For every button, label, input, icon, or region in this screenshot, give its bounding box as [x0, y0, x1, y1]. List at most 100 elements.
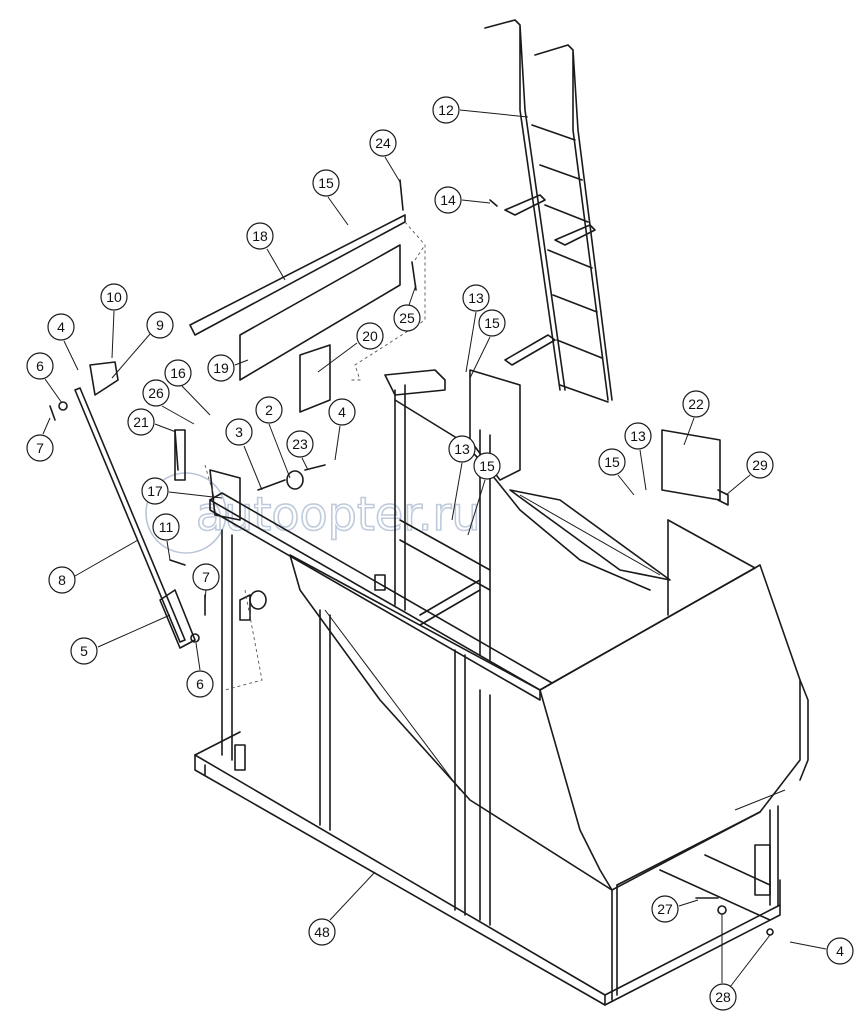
- callout-7-mid: 7: [192, 563, 220, 601]
- callout-label: 13: [630, 428, 646, 444]
- callout-15-right: 15: [598, 448, 635, 496]
- callout-label: 2: [265, 402, 273, 418]
- callout-label: 7: [36, 440, 44, 456]
- callout-bubble: [26, 434, 54, 462]
- callout-bubble: [308, 918, 336, 946]
- callout-bubble: [312, 169, 340, 197]
- callout-label: 9: [156, 317, 164, 333]
- callout-bubble: [434, 186, 462, 214]
- callout-bubble: [48, 566, 76, 594]
- small-parts: [49, 179, 774, 936]
- watermark-text: autoopter.ru: [196, 487, 481, 541]
- callout-label: 27: [657, 901, 673, 917]
- callout-7-left: 7: [26, 417, 54, 462]
- callout-label: 24: [375, 135, 391, 151]
- callout-label: 18: [252, 228, 268, 244]
- callout-bubble: [225, 418, 253, 446]
- callout-label: 4: [338, 404, 346, 420]
- callout-bubble: [651, 895, 679, 923]
- callout-bubble: [286, 430, 314, 458]
- callout-29: 29: [725, 451, 774, 496]
- callout-bubble: [186, 670, 214, 698]
- callout-19: 19: [207, 354, 249, 382]
- callout-13-right: 13: [624, 422, 652, 491]
- callout-bubble: [100, 283, 128, 311]
- callout-18: 18: [246, 222, 286, 281]
- callout-21: 21: [127, 408, 177, 436]
- callout-28: 28: [709, 914, 771, 1011]
- callout-15-bracket: 15: [469, 309, 506, 379]
- callout-4-mid: 4: [328, 398, 356, 461]
- callout-bubble: [142, 379, 170, 407]
- callout-15-mid: 15: [467, 452, 501, 536]
- callout-16: 16: [164, 359, 211, 416]
- callout-bubble: [70, 637, 98, 665]
- callout-2: 2: [255, 396, 291, 479]
- boom-plate: [189, 214, 426, 413]
- callout-label: 8: [58, 572, 66, 588]
- callout-bubble: [624, 422, 652, 450]
- callout-bubble: [207, 354, 235, 382]
- callout-5: 5: [70, 614, 171, 665]
- callout-22: 22: [682, 390, 710, 446]
- callout-label: 48: [314, 924, 330, 940]
- callout-10: 10: [100, 283, 128, 359]
- callout-bubble: [369, 129, 397, 157]
- callout-bubble: [356, 322, 384, 350]
- callout-bubble: [432, 96, 460, 124]
- ladder: [484, 19, 613, 403]
- callout-8: 8: [48, 539, 139, 594]
- callout-bubble: [246, 222, 274, 250]
- callout-26: 26: [142, 379, 195, 425]
- callout-label: 25: [399, 310, 415, 326]
- callout-bubble: [826, 937, 854, 965]
- callout-label: 4: [836, 943, 844, 959]
- callout-13-top: 13: [462, 284, 490, 373]
- callout-bubble: [462, 284, 490, 312]
- callout-bubble: [146, 311, 174, 339]
- center-bracket: [374, 369, 521, 626]
- callout-6-left: 6: [26, 352, 63, 404]
- callout-bubble: [141, 477, 169, 505]
- hopper-chute: [289, 399, 809, 891]
- callout-label: 26: [148, 385, 164, 401]
- callout-bubble: [26, 352, 54, 380]
- callout-label: 29: [752, 457, 768, 473]
- callout-label: 15: [479, 458, 495, 474]
- callout-label: 3: [235, 424, 243, 440]
- callout-6-bottom: 6: [186, 642, 214, 698]
- callout-15-top: 15: [312, 169, 349, 226]
- callout-bubble: [746, 451, 774, 479]
- base-frame: [194, 731, 781, 1006]
- callout-label: 10: [106, 289, 122, 305]
- callout-bubble: [473, 452, 501, 480]
- callout-label: 14: [440, 192, 456, 208]
- callout-bubble: [393, 304, 421, 332]
- callout-bubble: [164, 359, 192, 387]
- callout-label: 12: [438, 102, 454, 118]
- callout-bubble: [448, 435, 476, 463]
- callout-17: 17: [141, 477, 223, 505]
- callout-label: 19: [213, 360, 229, 376]
- callout-bubble: [127, 408, 155, 436]
- callout-label: 15: [318, 175, 334, 191]
- callout-bubble: [152, 513, 180, 541]
- callout-label: 16: [170, 365, 186, 381]
- callout-label: 6: [196, 676, 204, 692]
- callout-3: 3: [225, 418, 263, 491]
- watermark: autoopter.ru: [145, 472, 481, 554]
- callout-label: 4: [57, 319, 65, 335]
- callout-label: 21: [133, 414, 149, 430]
- callout-bubble: [47, 313, 75, 341]
- callout-11: 11: [152, 513, 180, 561]
- arm: [74, 361, 326, 691]
- callout-bubble: [328, 398, 356, 426]
- callout-bubble: [709, 983, 737, 1011]
- callout-label: 15: [604, 454, 620, 470]
- callout-label: 15: [484, 315, 500, 331]
- callout-4-right: 4: [789, 937, 854, 965]
- callout-14: 14: [434, 186, 491, 214]
- callout-label: 23: [292, 436, 308, 452]
- callout-12: 12: [432, 96, 529, 124]
